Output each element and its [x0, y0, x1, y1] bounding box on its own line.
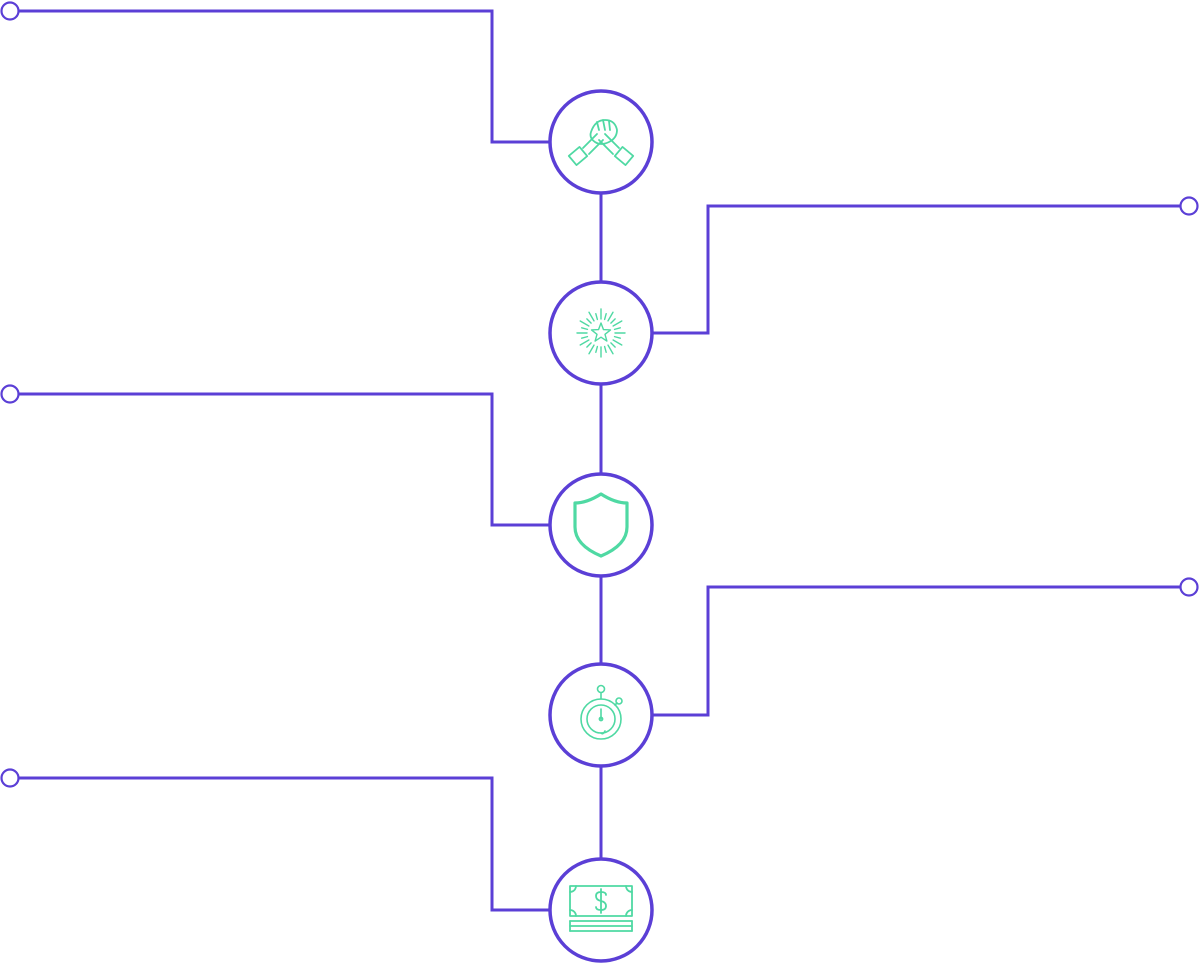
timeline-node	[548, 662, 654, 768]
connector-endpoint	[1179, 577, 1199, 597]
money-stack-icon	[569, 885, 633, 932]
connector-line-right	[652, 585, 1180, 717]
timeline-node	[548, 280, 654, 386]
connector-endpoint	[1179, 196, 1199, 216]
timeline-node	[548, 89, 654, 195]
handshake-icon	[567, 119, 635, 166]
timeline-node	[548, 472, 654, 578]
star-burst-icon	[576, 308, 626, 358]
node-circle	[548, 280, 654, 386]
connector-line-left	[19, 392, 550, 527]
node-circle	[548, 472, 654, 578]
shield-icon	[573, 492, 629, 558]
connector-line-right	[652, 204, 1180, 335]
connector-endpoint	[0, 768, 20, 788]
timeline-node	[548, 857, 654, 963]
connector-endpoint	[0, 384, 20, 404]
stopwatch-icon	[580, 684, 623, 740]
connector-line-left	[19, 776, 550, 912]
connector-line-left	[19, 9, 550, 144]
connector-endpoint	[0, 1, 20, 21]
